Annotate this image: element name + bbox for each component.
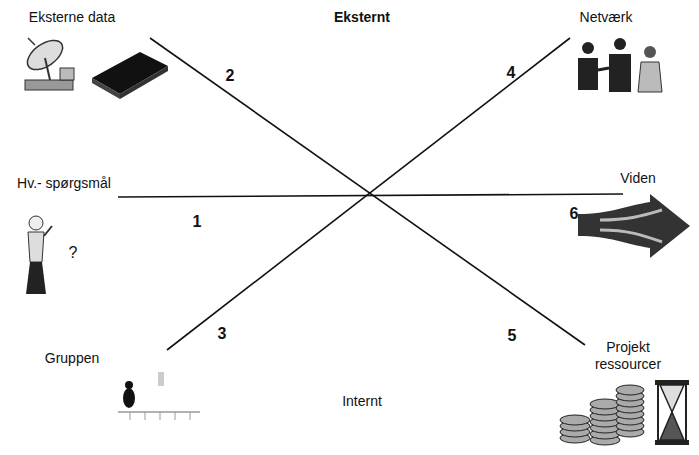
- questioning-person-icon: [26, 216, 52, 294]
- corner-label: Viden: [620, 170, 656, 187]
- corner-label: Netværk: [580, 9, 633, 26]
- corner-label: Eksterne data: [29, 9, 115, 26]
- callout-number: 6: [570, 204, 579, 223]
- corner-label: Hv.- spørgsmål: [17, 175, 111, 192]
- book-icon: [92, 52, 168, 99]
- callout-number-holder: 4: [507, 63, 516, 82]
- callout-number-holder: 1: [193, 212, 202, 231]
- cross-lines: [118, 38, 623, 350]
- axis-label: Internt: [342, 393, 382, 410]
- axis-label-holder: Eksternt: [334, 9, 390, 26]
- corner-label-holder: Projekt ressourcer: [585, 339, 671, 373]
- axis-label-holder: Internt: [342, 393, 382, 410]
- corner-label-holder: Viden: [620, 170, 656, 187]
- corner-label: Gruppen: [45, 350, 99, 367]
- callout-number: 4: [507, 63, 516, 82]
- corner-label-holder: Netværk: [580, 9, 633, 26]
- question-mark: ?: [69, 243, 78, 262]
- callout-number: 2: [226, 66, 235, 85]
- corner-label-holder: Eksterne data: [29, 9, 115, 26]
- group-icon: [118, 372, 200, 420]
- corner-label-holder: Hv.- spørgsmål: [17, 175, 111, 192]
- corner-label-holder: Gruppen: [45, 350, 99, 367]
- callout-number: 5: [508, 326, 517, 345]
- business-people-icon: [578, 38, 662, 92]
- callout-number-holder: 3: [218, 324, 227, 343]
- axis-label: Eksternt: [334, 9, 390, 26]
- satellite-dish-icon: [22, 35, 74, 90]
- callout-number: 3: [218, 324, 227, 343]
- callout-number-holder: 5: [508, 326, 517, 345]
- knowledge-arrow-icon: [578, 194, 690, 258]
- coins-icon: [560, 385, 644, 445]
- callout-number: 1: [193, 212, 202, 231]
- diagonal-line: [150, 38, 585, 345]
- hourglass-icon: [655, 380, 689, 445]
- corner-label: Projekt ressourcer: [585, 339, 671, 373]
- callout-number-holder: 6: [570, 204, 579, 223]
- question-mark-holder: ?: [69, 243, 78, 262]
- horizontal-line: [118, 194, 623, 197]
- callout-number-holder: 2: [226, 66, 235, 85]
